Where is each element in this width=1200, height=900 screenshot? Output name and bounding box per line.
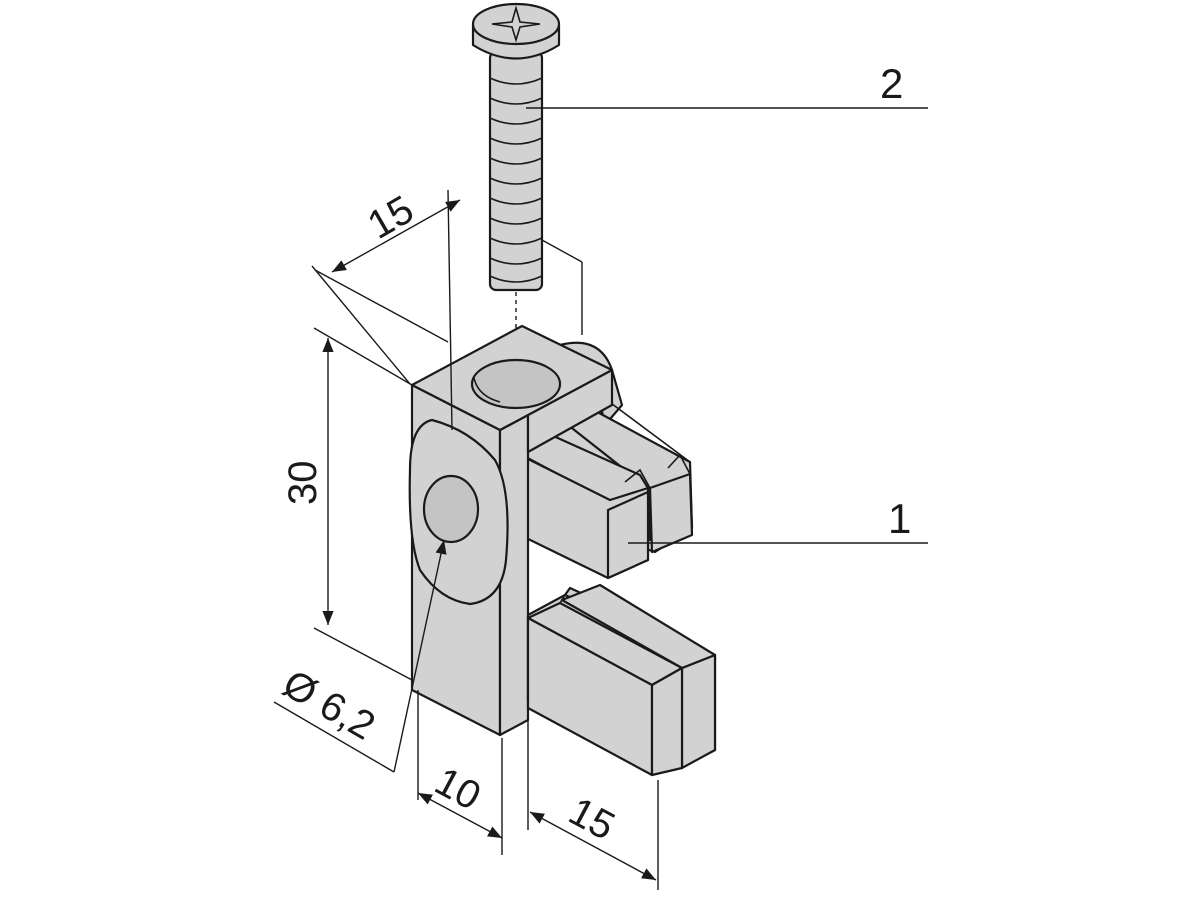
bracket	[408, 324, 717, 777]
callout-screw-label: 2	[880, 60, 903, 107]
callout-bracket: 1	[628, 495, 928, 544]
screw-thread	[489, 77, 543, 283]
dimension-height: 30	[281, 327, 413, 681]
screw-head-top	[471, 2, 561, 46]
dimension-hole-diameter-label: Ø 6,2	[276, 662, 383, 749]
side-mounting-hole	[422, 474, 480, 544]
dimension-body-width-label: 10	[428, 759, 488, 819]
lower-jaw-rear-plate	[680, 653, 717, 770]
dimension-height-label: 30	[281, 461, 325, 506]
dimension-top-depth-label: 15	[361, 187, 422, 247]
phillips-recess-icon	[491, 5, 541, 43]
top-screw-hole	[470, 358, 562, 410]
screw-shank	[488, 50, 544, 292]
dimension-jaw-length-label: 15	[562, 789, 622, 849]
callout-bracket-label: 1	[888, 495, 911, 542]
lower-jaw	[526, 583, 717, 777]
upper-jaw	[518, 394, 694, 580]
callout-screw: 2	[526, 60, 928, 109]
screw	[471, 2, 561, 292]
